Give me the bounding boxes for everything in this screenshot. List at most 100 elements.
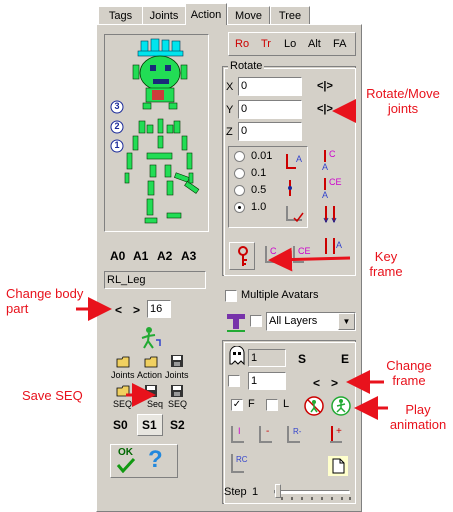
- svg-text:-: -: [266, 426, 269, 437]
- level-badge-2[interactable]: 2: [114, 121, 120, 131]
- level-a1[interactable]: A1: [133, 249, 149, 263]
- f-checkbox[interactable]: ✓: [231, 399, 243, 411]
- next-frame-button[interactable]: >: [331, 376, 339, 390]
- tab-tags[interactable]: Tags: [98, 6, 143, 24]
- level-badge-1[interactable]: 1: [114, 140, 120, 150]
- svg-text:A: A: [322, 162, 328, 172]
- prev-frame-button[interactable]: <: [313, 376, 321, 390]
- svg-text:RC: RC: [236, 455, 248, 464]
- layer-tool-icon[interactable]: [225, 311, 247, 333]
- step-radio-05[interactable]: [234, 185, 245, 196]
- joint-tool-vertical-icon[interactable]: [284, 178, 306, 200]
- start-frame-field[interactable]: 1: [248, 349, 286, 367]
- level-a3[interactable]: A3: [181, 249, 197, 263]
- step-radio-10[interactable]: [234, 202, 245, 213]
- tab-label: Tree: [278, 9, 302, 22]
- tab-joints[interactable]: Joints: [142, 6, 186, 24]
- body-part-field[interactable]: RL_Leg: [104, 271, 206, 289]
- open-joints-icon[interactable]: [116, 355, 132, 369]
- key-tool-c-icon[interactable]: C: [262, 244, 284, 268]
- step-label: Step: [224, 486, 247, 498]
- level-badge-3[interactable]: 3: [114, 101, 120, 111]
- rotate-group-title: Rotate: [228, 60, 265, 72]
- current-frame-field[interactable]: 1: [248, 372, 286, 390]
- step-label-01: 0.1: [251, 167, 267, 179]
- ghost-icon[interactable]: [228, 346, 246, 366]
- seq-slot-s1[interactable]: S1: [142, 418, 157, 432]
- layers-checkbox[interactable]: [250, 315, 262, 327]
- chevron-down-icon[interactable]: ▼: [338, 313, 355, 330]
- level-a0[interactable]: A0: [110, 249, 126, 263]
- joint-tool-ac-icon[interactable]: CA: [320, 148, 346, 172]
- save-seq-icon[interactable]: [170, 384, 184, 398]
- multiple-avatars-checkbox[interactable]: [225, 290, 237, 302]
- multiple-avatars-label: Multiple Avatars: [241, 289, 319, 301]
- skeleton-figure-icon: [110, 38, 200, 224]
- frame-tool-rc-icon[interactable]: RC: [228, 452, 256, 478]
- joint-tool-ace-icon[interactable]: CEA: [320, 176, 348, 200]
- seq-slot-s0[interactable]: S0: [113, 418, 128, 432]
- step-slider-track[interactable]: [274, 490, 350, 494]
- play-animation-icon[interactable]: [330, 395, 352, 417]
- joint-tool-check-icon[interactable]: [284, 204, 306, 226]
- part-index-field[interactable]: 16: [147, 300, 171, 318]
- svg-text:A: A: [322, 190, 328, 200]
- save-seq-label: SEQ: [168, 399, 188, 409]
- prev-part-button[interactable]: <: [115, 303, 123, 317]
- ok-help-box: [110, 444, 178, 478]
- frame-group: [222, 340, 356, 504]
- record-seq-icon[interactable]: [144, 384, 160, 398]
- f-checkbox-label: F: [248, 398, 255, 410]
- skeleton-view[interactable]: 3 2 1: [104, 34, 209, 232]
- x-input[interactable]: 0: [238, 77, 302, 96]
- save-joints-label: Joints: [165, 370, 189, 380]
- step-radio-001[interactable]: [234, 151, 245, 162]
- l-checkbox[interactable]: [266, 399, 278, 411]
- step-label-10: 1.0: [251, 201, 267, 213]
- x-spinner[interactable]: <|>: [317, 80, 333, 92]
- z-input[interactable]: 0: [238, 122, 302, 141]
- seq-slot-s1-pressed[interactable]: [137, 414, 163, 436]
- step-radio-01[interactable]: [234, 168, 245, 179]
- mode-local-button[interactable]: Lo: [284, 38, 297, 50]
- layers-select[interactable]: All Layers: [266, 312, 356, 331]
- tab-label: Tags: [108, 9, 133, 22]
- ok-check-icon[interactable]: [116, 457, 136, 473]
- frame-loop-checkbox[interactable]: [228, 375, 240, 387]
- seq-slot-s2[interactable]: S2: [170, 418, 185, 432]
- stop-animation-icon[interactable]: [303, 395, 325, 417]
- frame-tool-add-icon[interactable]: +: [326, 424, 350, 448]
- mode-rotate-button[interactable]: Ro: [235, 38, 250, 50]
- svg-text:A: A: [296, 154, 302, 164]
- step-label-001: 0.01: [251, 150, 273, 162]
- frame-tool-reverse-icon[interactable]: R-: [284, 424, 312, 448]
- save-joints-icon[interactable]: [170, 354, 184, 368]
- joint-tool-a-icon[interactable]: A: [284, 152, 306, 172]
- mode-translate-button[interactable]: Tr: [261, 38, 271, 50]
- level-a2[interactable]: A2: [157, 249, 173, 263]
- frame-tool-remove-icon[interactable]: -: [256, 424, 280, 448]
- svg-text:I: I: [238, 426, 241, 436]
- tab-action[interactable]: Action: [185, 3, 227, 25]
- next-part-button[interactable]: >: [133, 303, 141, 317]
- ok-label: OK: [118, 447, 133, 458]
- walk-sequence-icon[interactable]: [136, 326, 162, 352]
- key-tool-a-icon[interactable]: A: [320, 236, 348, 262]
- step-slider-thumb[interactable]: [275, 484, 281, 498]
- open-action-icon[interactable]: [144, 355, 160, 369]
- open-action-label: Action: [137, 370, 163, 380]
- y-input[interactable]: 0: [238, 100, 302, 119]
- frame-tool-insert-icon[interactable]: I: [228, 424, 252, 448]
- y-spinner[interactable]: <|>: [317, 103, 333, 115]
- joint-tool-arrows-icon[interactable]: [320, 204, 348, 226]
- annotation-key-frame: Key frame: [369, 249, 403, 279]
- new-page-icon[interactable]: [328, 456, 348, 476]
- tab-move[interactable]: Move: [227, 6, 270, 24]
- svg-text:A: A: [336, 240, 342, 250]
- help-button[interactable]: ?: [148, 446, 163, 473]
- mode-fa-button[interactable]: FA: [333, 38, 347, 50]
- tab-tree[interactable]: Tree: [270, 6, 310, 24]
- mode-alt-button[interactable]: Alt: [308, 38, 321, 50]
- tab-label: Action: [190, 8, 222, 21]
- key-tool-ce-icon[interactable]: CE: [290, 244, 316, 268]
